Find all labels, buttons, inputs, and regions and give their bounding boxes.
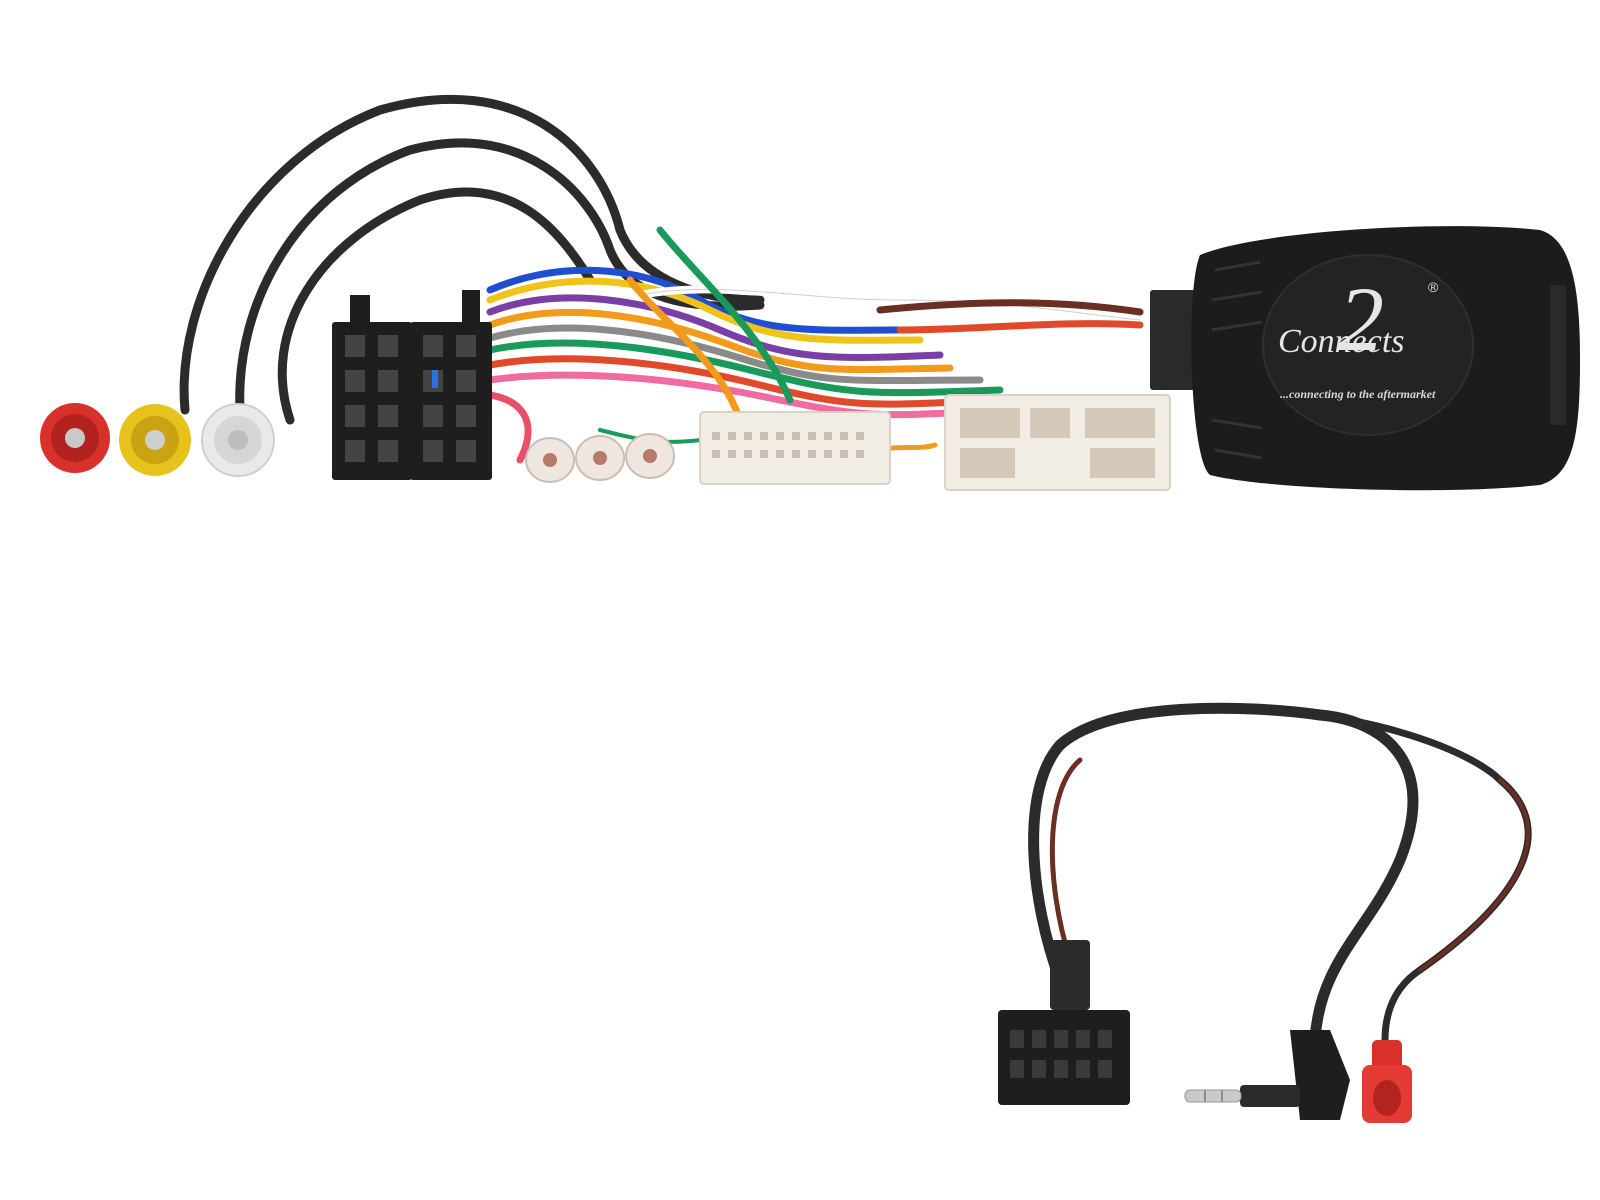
patch-cable-jack [1309, 709, 1419, 1046]
steering-patch-lead [998, 702, 1532, 1123]
logo-numeral: 2 [1338, 268, 1384, 370]
logo-text: Connects [1278, 323, 1405, 360]
patch-red-bullet [1362, 1040, 1412, 1123]
wire-yellow [486, 277, 924, 344]
wire-pink-lead [486, 391, 532, 464]
registered-mark: ® [1428, 279, 1439, 295]
wire-green-lead [656, 226, 794, 404]
rca-plug-red [40, 403, 110, 473]
rca-cable-white [277, 187, 595, 425]
white-connector-large [944, 394, 1171, 491]
wire-brown-to-module [876, 299, 1144, 316]
patch-wire-brown [1049, 757, 1083, 963]
wire-violet [486, 294, 944, 361]
wire-orange [486, 308, 954, 374]
patch-jack-plug [1184, 1030, 1350, 1120]
wire-orange-lead [626, 276, 744, 424]
logo-tagline: ...connecting to the aftermarket [1280, 387, 1436, 401]
patch-cable-main [1028, 702, 1326, 986]
small-plugs [525, 433, 675, 483]
interface-module: 2 Connects ® ...connecting to the afterm… [1150, 226, 1580, 491]
iso-connector-left [332, 295, 412, 480]
rca-cable-red [179, 95, 765, 415]
rca-plug-white [201, 403, 275, 477]
module-side-port [1550, 285, 1566, 425]
rca-plug-yellow [119, 404, 191, 476]
wire-pink [486, 371, 1024, 419]
wire-grey [486, 324, 984, 385]
patch-wire-brown-bullet [1418, 778, 1531, 972]
wire-blue [486, 266, 904, 334]
patch-multipin-connector [998, 940, 1130, 1105]
iso-connector-right [410, 290, 492, 480]
wire-green [486, 339, 1004, 397]
white-connector-small [699, 411, 891, 485]
wire-bundle [486, 226, 1144, 464]
wire-red-to-module [896, 320, 1144, 334]
wire-red [486, 355, 1014, 408]
module-logo-badge [1262, 254, 1474, 436]
steering-interface-harness: 2 Connects ® ...connecting to the afterm… [40, 95, 1580, 491]
